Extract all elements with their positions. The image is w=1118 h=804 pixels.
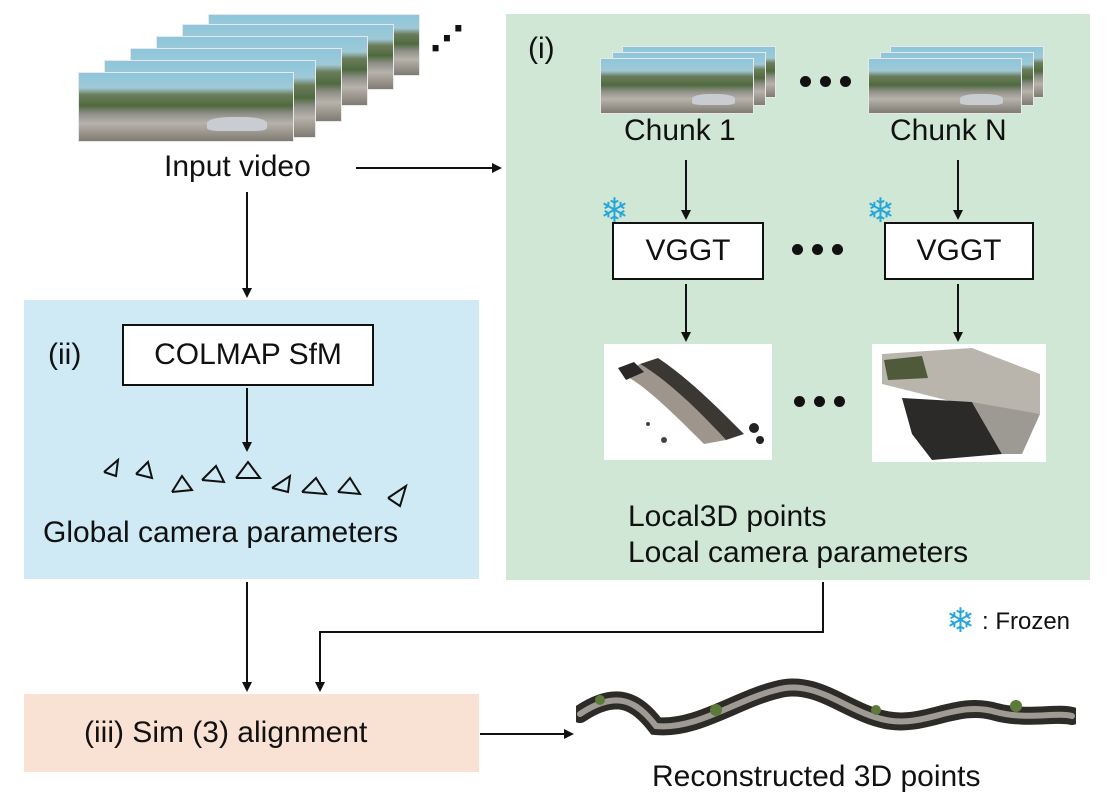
frozen-legend-label: : Frozen <box>982 608 1071 635</box>
input-video-label: Input video <box>164 150 311 183</box>
global-camera-parameters-label: Global camera parameters <box>43 516 399 549</box>
local-3d-points-label: Local3D points <box>628 500 827 533</box>
arrow-local-to-alignment <box>315 582 824 692</box>
chunk-1-frames <box>600 46 780 116</box>
point-clouds-ellipsis <box>794 396 845 407</box>
panel-iii-background <box>24 694 479 772</box>
colmap-sfm-box: COLMAP SfM <box>122 324 374 386</box>
local-point-cloud-1 <box>604 344 772 460</box>
chunk-n-frames <box>868 46 1048 116</box>
reconstructed-3d-points-label: Reconstructed 3D points <box>652 760 981 793</box>
chunk-1-label: Chunk 1 <box>624 114 736 147</box>
vggt-ellipsis <box>792 244 843 255</box>
vggt-box-chunk-n: VGGT <box>884 222 1034 280</box>
local-point-cloud-n <box>872 344 1046 462</box>
camera-frustums <box>103 457 408 508</box>
snowflake-icon: ❄ <box>946 602 975 640</box>
sim3-alignment-label: (iii) Sim (3) alignment <box>84 716 368 749</box>
local-camera-parameters-label: Local camera parameters <box>628 536 969 569</box>
input-video-frames <box>0 0 500 150</box>
panel-i-marker: (i) <box>528 32 555 65</box>
input-video-ellipsis: ⋰ <box>430 20 464 58</box>
panel-ii-marker: (ii) <box>48 338 82 371</box>
video-frame <box>600 58 754 114</box>
chunks-ellipsis <box>800 76 851 87</box>
vggt-box-chunk-1: VGGT <box>612 222 764 280</box>
chunk-n-label: Chunk N <box>890 114 1007 147</box>
reconstructed-point-cloud <box>576 678 1076 736</box>
video-frame <box>78 72 294 142</box>
video-frame <box>868 58 1022 114</box>
